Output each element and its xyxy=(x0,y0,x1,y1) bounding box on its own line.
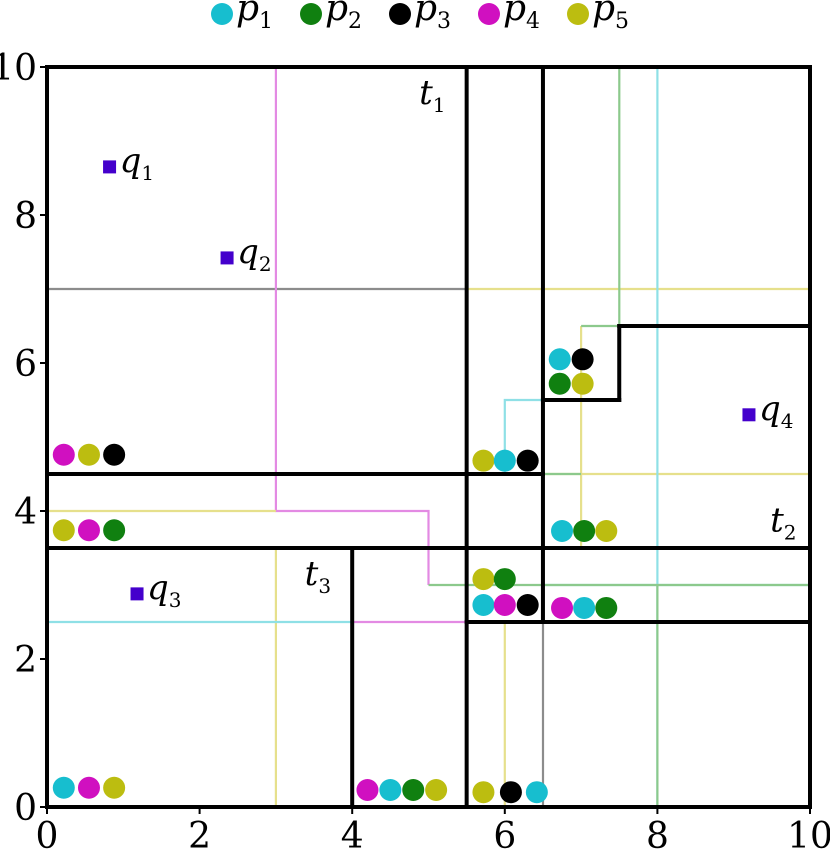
marker-p4 xyxy=(551,596,574,619)
marker-p2 xyxy=(573,519,596,542)
marker-p1 xyxy=(52,776,75,799)
marker-p3 xyxy=(499,781,522,804)
y-tick-label: 4 xyxy=(14,492,37,533)
legend-marker-p4 xyxy=(478,3,500,25)
x-tick-label: 4 xyxy=(341,816,364,854)
marker-p5 xyxy=(571,372,594,395)
y-tick-label: 2 xyxy=(14,640,37,681)
cell-label-t3: t3 xyxy=(305,554,331,598)
legend-marker-p3 xyxy=(389,3,411,25)
x-tick-label: 10 xyxy=(787,816,830,854)
legend-label-p4: p4 xyxy=(503,0,540,34)
marker-p5 xyxy=(595,519,618,542)
marker-p1 xyxy=(551,519,574,542)
marker-p4 xyxy=(77,776,100,799)
x-tick-label: 8 xyxy=(646,816,669,854)
marker-p1 xyxy=(573,596,596,619)
marker-p5 xyxy=(472,449,495,472)
query-marker-q3 xyxy=(130,587,144,601)
thin-line-p1 xyxy=(503,398,543,474)
cell-label-t2: t2 xyxy=(770,501,796,545)
legend-label-p3: p3 xyxy=(414,0,451,34)
marker-p3 xyxy=(103,443,126,466)
query-marker-q2 xyxy=(220,251,234,265)
marker-p5 xyxy=(77,443,100,466)
marker-p4 xyxy=(356,778,379,801)
marker-p4 xyxy=(77,519,100,542)
marker-p3 xyxy=(516,593,539,616)
marker-p1 xyxy=(493,449,516,472)
marker-p5 xyxy=(472,781,495,804)
query-points: q1 q2 q3 q4 xyxy=(103,141,793,612)
legend: p1 p2 p3 p4 p5 xyxy=(211,0,629,34)
y-tick-label: 10 xyxy=(0,48,37,89)
marker-p5 xyxy=(52,519,75,542)
point-markers xyxy=(52,348,618,804)
marker-p5 xyxy=(103,776,126,799)
x-tick-label: 2 xyxy=(188,816,211,854)
marker-p1 xyxy=(379,778,402,801)
query-label-q1: q1 xyxy=(120,141,155,185)
x-tick-label: 6 xyxy=(493,816,516,854)
query-label-q2: q2 xyxy=(237,232,272,276)
marker-p5 xyxy=(425,778,448,801)
marker-p2 xyxy=(103,519,126,542)
legend-marker-p2 xyxy=(300,3,322,25)
y-tick-label: 0 xyxy=(14,788,37,829)
marker-p2 xyxy=(402,778,425,801)
marker-p4 xyxy=(493,593,516,616)
query-marker-q4 xyxy=(742,408,756,422)
query-label-q3: q3 xyxy=(147,568,182,612)
legend-label-p2: p2 xyxy=(325,0,362,34)
marker-p2 xyxy=(548,372,571,395)
x-tick-label: 0 xyxy=(36,816,59,854)
query-label-q4: q4 xyxy=(759,389,794,433)
plot-frame xyxy=(45,65,812,809)
y-tick-label: 6 xyxy=(14,344,37,385)
marker-p1 xyxy=(525,781,548,804)
y-tick-label: 8 xyxy=(14,196,37,237)
query-marker-q1 xyxy=(103,160,117,174)
marker-p2 xyxy=(595,596,618,619)
marker-p1 xyxy=(472,593,495,616)
marker-p3 xyxy=(571,348,594,371)
marker-p5 xyxy=(472,568,495,591)
thick-partition-lines xyxy=(45,65,812,809)
thin-boundary-lines xyxy=(47,67,810,807)
legend-label-p5: p5 xyxy=(592,0,629,34)
marker-p1 xyxy=(548,348,571,371)
axis-ticks: 0 2 4 6 8 10 0 2 4 6 8 10 xyxy=(0,48,830,854)
marker-p4 xyxy=(52,443,75,466)
thin-line-p4 xyxy=(274,67,430,585)
marker-p2 xyxy=(493,568,516,591)
legend-marker-p1 xyxy=(211,3,233,25)
marker-p3 xyxy=(516,449,539,472)
legend-label-p1: p1 xyxy=(236,0,273,34)
cell-label-t1: t1 xyxy=(419,73,445,117)
legend-marker-p5 xyxy=(567,3,589,25)
cell-labels: t1 t2 t3 xyxy=(305,73,797,598)
